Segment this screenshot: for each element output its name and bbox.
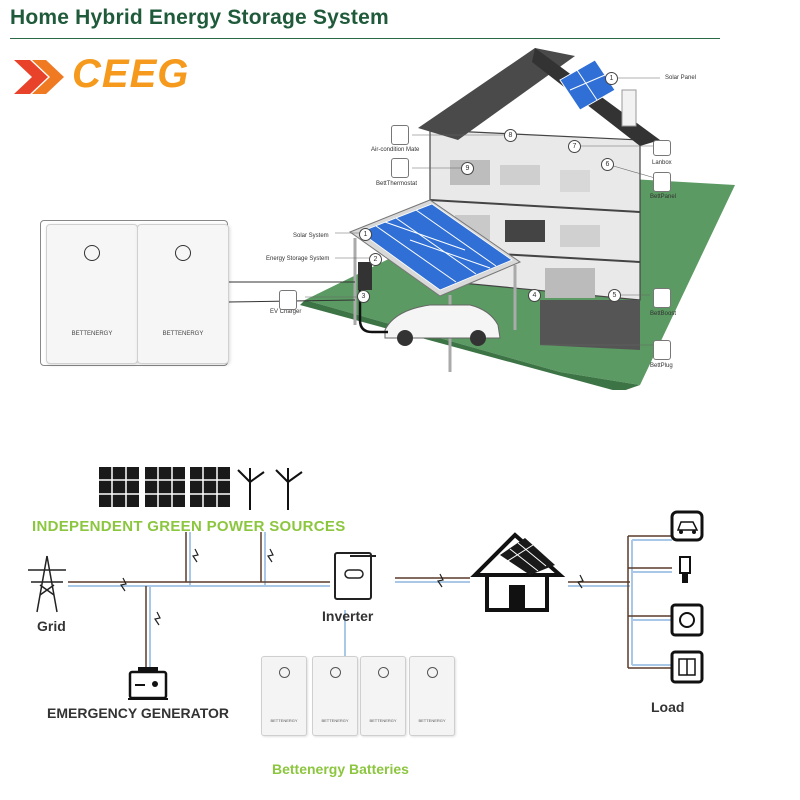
callout-number: 1 — [605, 72, 618, 85]
battery-brand-label: BETTENERGY — [369, 718, 397, 723]
page-title: Home Hybrid Energy Storage System — [10, 6, 389, 29]
title-divider — [10, 38, 720, 39]
house-icon — [470, 532, 566, 612]
label-air-condition-mate: Air-condition Mate — [371, 147, 420, 153]
inverter-label: Inverter — [322, 608, 374, 624]
light-bulb-load-icon — [679, 556, 691, 583]
battery-logo-icon — [175, 245, 191, 261]
battery-unit: BETTENERGY — [46, 224, 138, 364]
label-energy-storage-system: Energy Storage System — [266, 256, 330, 262]
battery-logo-icon — [279, 667, 290, 678]
label-bett-panel: BettPanel — [650, 194, 677, 200]
callout-number: 7 — [568, 140, 581, 153]
emergency-generator-label: EMERGENCY GENERATOR — [47, 705, 230, 721]
ceeg-logo-icon — [14, 60, 64, 94]
battery-unit: BETTENERGY — [261, 656, 307, 736]
battery-brand-label: BETTENERGY — [270, 718, 298, 723]
callout-number: 4 — [528, 289, 541, 302]
grid-tower-icon — [28, 555, 66, 613]
callout-number: 5 — [608, 289, 621, 302]
power-flow-diagram — [28, 467, 704, 700]
label-solar-system: Solar System — [293, 233, 329, 239]
callout-number: 9 — [461, 162, 474, 175]
batteries-label: Bettenergy Batteries — [272, 761, 409, 777]
battery-logo-icon — [427, 667, 438, 678]
wind-turbine-icon — [237, 468, 303, 510]
grid-label: Grid — [37, 618, 66, 634]
label-ev-charger: EV Charger — [270, 309, 302, 315]
solar-panel-icon — [99, 467, 230, 507]
callout-number: 6 — [601, 158, 614, 171]
lanbox-icon — [653, 140, 671, 156]
battery-logo-icon — [330, 667, 341, 678]
house-illustration — [227, 48, 735, 390]
label-bett-boost: BettBoost — [650, 311, 677, 317]
air-condition-mate-icon — [391, 125, 409, 145]
battery-brand-label: BETTENERGY — [162, 331, 204, 337]
inverter-icon — [334, 552, 376, 600]
label-lanbox: Lanbox — [652, 160, 672, 166]
label-bett-plug: BettPlug — [650, 363, 673, 369]
socket-load-icon — [670, 603, 704, 637]
battery-unit: BETTENERGY — [360, 656, 406, 736]
battery-brand-label: BETTENERGY — [71, 331, 113, 337]
thermostat-icon — [391, 158, 409, 178]
ev-charger-icon — [279, 290, 297, 310]
emergency-generator-icon — [128, 667, 168, 700]
bett-plug-icon — [653, 340, 671, 360]
battery-unit: BETTENERGY — [137, 224, 229, 364]
callout-number: 3 — [357, 290, 370, 303]
battery-logo-icon — [378, 667, 389, 678]
battery-brand-label: BETTENERGY — [321, 718, 349, 723]
load-label: Load — [651, 699, 685, 715]
callout-number: 1 — [359, 228, 372, 241]
battery-logo-icon — [84, 245, 100, 261]
label-bett-thermostat: BettThermostat — [376, 181, 418, 187]
logo-text: CEEG — [72, 52, 190, 96]
bett-boost-icon — [653, 288, 671, 308]
ev-car-load-icon — [670, 510, 704, 542]
battery-unit: BETTENERGY — [409, 656, 455, 736]
green-power-sources-label: INDEPENDENT GREEN POWER SOURCES — [32, 518, 346, 535]
battery-unit: BETTENERGY — [312, 656, 358, 736]
callout-number: 2 — [369, 253, 382, 266]
bett-panel-icon — [653, 172, 671, 192]
battery-brand-label: BETTENERGY — [418, 718, 446, 723]
switch-load-icon — [670, 650, 704, 684]
label-solar-panel: Solar Panel — [665, 75, 697, 81]
callout-number: 8 — [504, 129, 517, 142]
